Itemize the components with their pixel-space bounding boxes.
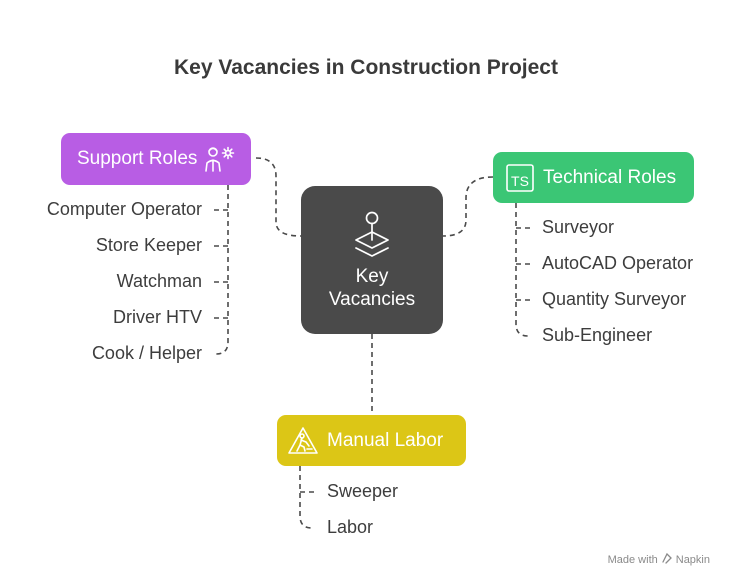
list-item: Computer Operator <box>46 199 202 219</box>
list-item: Driver HTV <box>113 307 202 327</box>
list-item: Sweeper <box>327 481 399 501</box>
key-vacancies-node: Key Vacancies <box>301 186 443 334</box>
list-item: Cook / Helper <box>91 343 202 363</box>
technical-items-connector <box>515 203 529 337</box>
list-item: Store Keeper <box>95 235 202 255</box>
technical-connector <box>442 176 494 237</box>
list-item: Labor <box>327 517 374 537</box>
napkin-logo-icon <box>661 552 673 567</box>
support-connector <box>255 157 302 237</box>
list-item: Quantity Surveyor <box>542 289 687 309</box>
ts-icon-text: TS <box>511 173 529 189</box>
watermark-prefix: Made with <box>607 553 658 566</box>
person-gear-icon <box>204 144 236 174</box>
map-pin-layers-icon <box>348 210 396 263</box>
center-label-line1: Key <box>355 266 389 287</box>
manual-labor-node: Manual Labor <box>277 415 466 466</box>
center-label-line2: Vacancies <box>328 289 416 310</box>
list-item: Sub-Engineer <box>542 325 653 345</box>
manual-labor-label: Manual Labor <box>327 429 444 451</box>
technical-roles-label: Technical Roles <box>543 166 677 188</box>
manual-items-connector <box>299 466 313 529</box>
support-roles-label: Support Roles <box>77 148 198 169</box>
ts-code-icon: TS <box>505 163 535 193</box>
list-item: Watchman <box>116 271 202 291</box>
technical-roles-node: TS Technical Roles <box>493 152 694 203</box>
list-item: AutoCAD Operator <box>542 253 694 273</box>
construction-worker-sign-icon <box>287 426 319 456</box>
diagram-title: Key Vacancies in Construction Project <box>174 56 558 79</box>
napkin-watermark[interactable]: Made with Napkin <box>608 552 710 567</box>
support-roles-node: Support Roles <box>61 133 251 185</box>
support-items-connector <box>215 185 229 355</box>
watermark-brand: Napkin <box>675 553 710 566</box>
list-item: Surveyor <box>542 217 615 237</box>
